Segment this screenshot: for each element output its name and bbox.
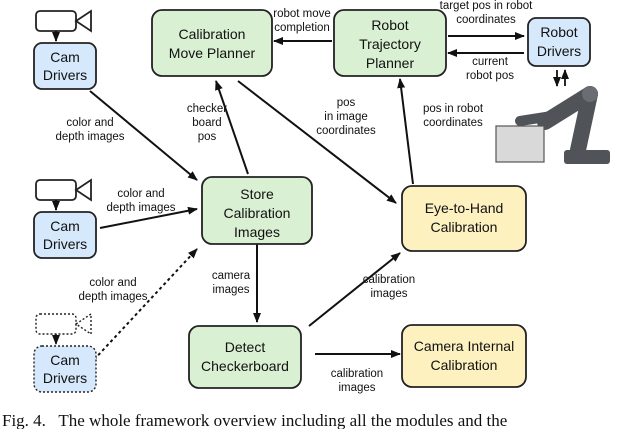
edge-label-line: pos <box>198 131 217 143</box>
edge-driver1-to-store <box>89 90 198 181</box>
edge-label-line: camera <box>212 270 251 282</box>
edge-label-line: completion <box>274 22 330 34</box>
node-robot-drivers: Robot Drivers <box>527 17 591 67</box>
edge-label-line: current <box>472 56 509 68</box>
node-label-line: Move Planner <box>169 45 256 61</box>
node-eye-to-hand-calibration: Eye-to-Hand Calibration <box>401 185 527 252</box>
node-robot-trajectory-planner: Robot Trajectory Planner <box>333 9 447 77</box>
edge-label-line: in image <box>324 111 367 123</box>
edge-label-line: images <box>212 284 249 296</box>
edge-label-line: robot move <box>273 8 331 20</box>
node-label-line: Planner <box>366 55 415 71</box>
edge-label-line: robot pos <box>466 70 514 82</box>
edge-label-line: color and <box>117 188 164 200</box>
node-label-line: Calibration <box>224 205 291 221</box>
edge-label-line: depth images <box>55 131 124 143</box>
node-label-line: Calibration <box>431 219 498 235</box>
edge-label-line: checker <box>187 103 227 115</box>
edge-label-line: board <box>192 117 221 129</box>
node-cam-drivers-1: Cam Drivers <box>33 42 97 90</box>
node-label-line: Robot <box>540 24 577 40</box>
node-camera-internal-calibration: Camera Internal Calibration <box>401 324 527 388</box>
edge-labels: robot move completion target pos in robo… <box>55 0 533 394</box>
edge-driver3-to-store <box>89 248 198 365</box>
edges <box>52 31 569 365</box>
edge-label-line: depth images <box>78 291 147 303</box>
edge-label-line: target pos in robot <box>440 0 534 12</box>
edge-eye-to-hand-to-trajectory <box>397 78 414 185</box>
edge-label-line: calibration <box>363 274 415 286</box>
edge-label-line: images <box>338 382 375 394</box>
edge-driver2-to-store <box>99 206 198 229</box>
edge-label-line: coordinates <box>316 125 376 137</box>
node-label-line: Drivers <box>43 67 87 83</box>
edge-label-line: pos <box>337 97 356 109</box>
node-label-line: Images <box>234 224 280 240</box>
camera-icon <box>35 178 92 202</box>
camera-icon <box>35 9 92 33</box>
node-label-line: Cam <box>50 49 80 65</box>
node-cam-drivers-2: Cam Drivers <box>33 211 97 259</box>
figure-caption: Fig. 4. The whole framework overview inc… <box>2 411 507 429</box>
edge-label-line: coordinates <box>456 14 516 26</box>
node-label-line: Detect <box>225 339 266 355</box>
node-cam-drivers-3: Cam Drivers <box>33 345 97 393</box>
node-label-line: Drivers <box>537 43 581 59</box>
edge-label-line: depth images <box>106 202 175 214</box>
node-label-line: Calibration <box>431 357 498 373</box>
edge-label-line: calibration <box>331 368 383 380</box>
node-label-line: Calibration <box>179 26 246 42</box>
edge-label-line: coordinates <box>423 117 483 129</box>
edge-label-line: color and <box>66 117 113 129</box>
node-label-line: Trajectory <box>359 36 421 52</box>
robot-arm-illustration <box>495 86 610 164</box>
node-detect-checkerboard: Detect Checkerboard <box>188 325 302 389</box>
node-label-line: Drivers <box>43 370 87 386</box>
edge-label-line: images <box>370 288 407 300</box>
edge-label-line: color and <box>89 277 136 289</box>
edge-move-planner-to-eye-to-hand <box>237 80 397 204</box>
node-label-line: Cam <box>50 352 80 368</box>
camera-icon-dashed <box>35 312 92 336</box>
node-label-line: Camera Internal <box>414 338 514 354</box>
node-label-line: Store <box>240 186 274 202</box>
node-label-line: Eye-to-Hand <box>425 200 504 216</box>
edge-store-to-move-planner <box>215 80 249 175</box>
node-label-line: Robot <box>371 17 408 33</box>
edge-detect-to-eye-to-hand <box>308 252 401 327</box>
node-store-calibration-images: Store Calibration Images <box>201 176 313 245</box>
node-label-line: Drivers <box>43 236 87 252</box>
node-label-line: Checkerboard <box>201 358 289 374</box>
edge-label-line: pos in robot <box>423 103 484 115</box>
node-calibration-move-planner: Calibration Move Planner <box>151 9 273 77</box>
node-label-line: Cam <box>50 218 80 234</box>
